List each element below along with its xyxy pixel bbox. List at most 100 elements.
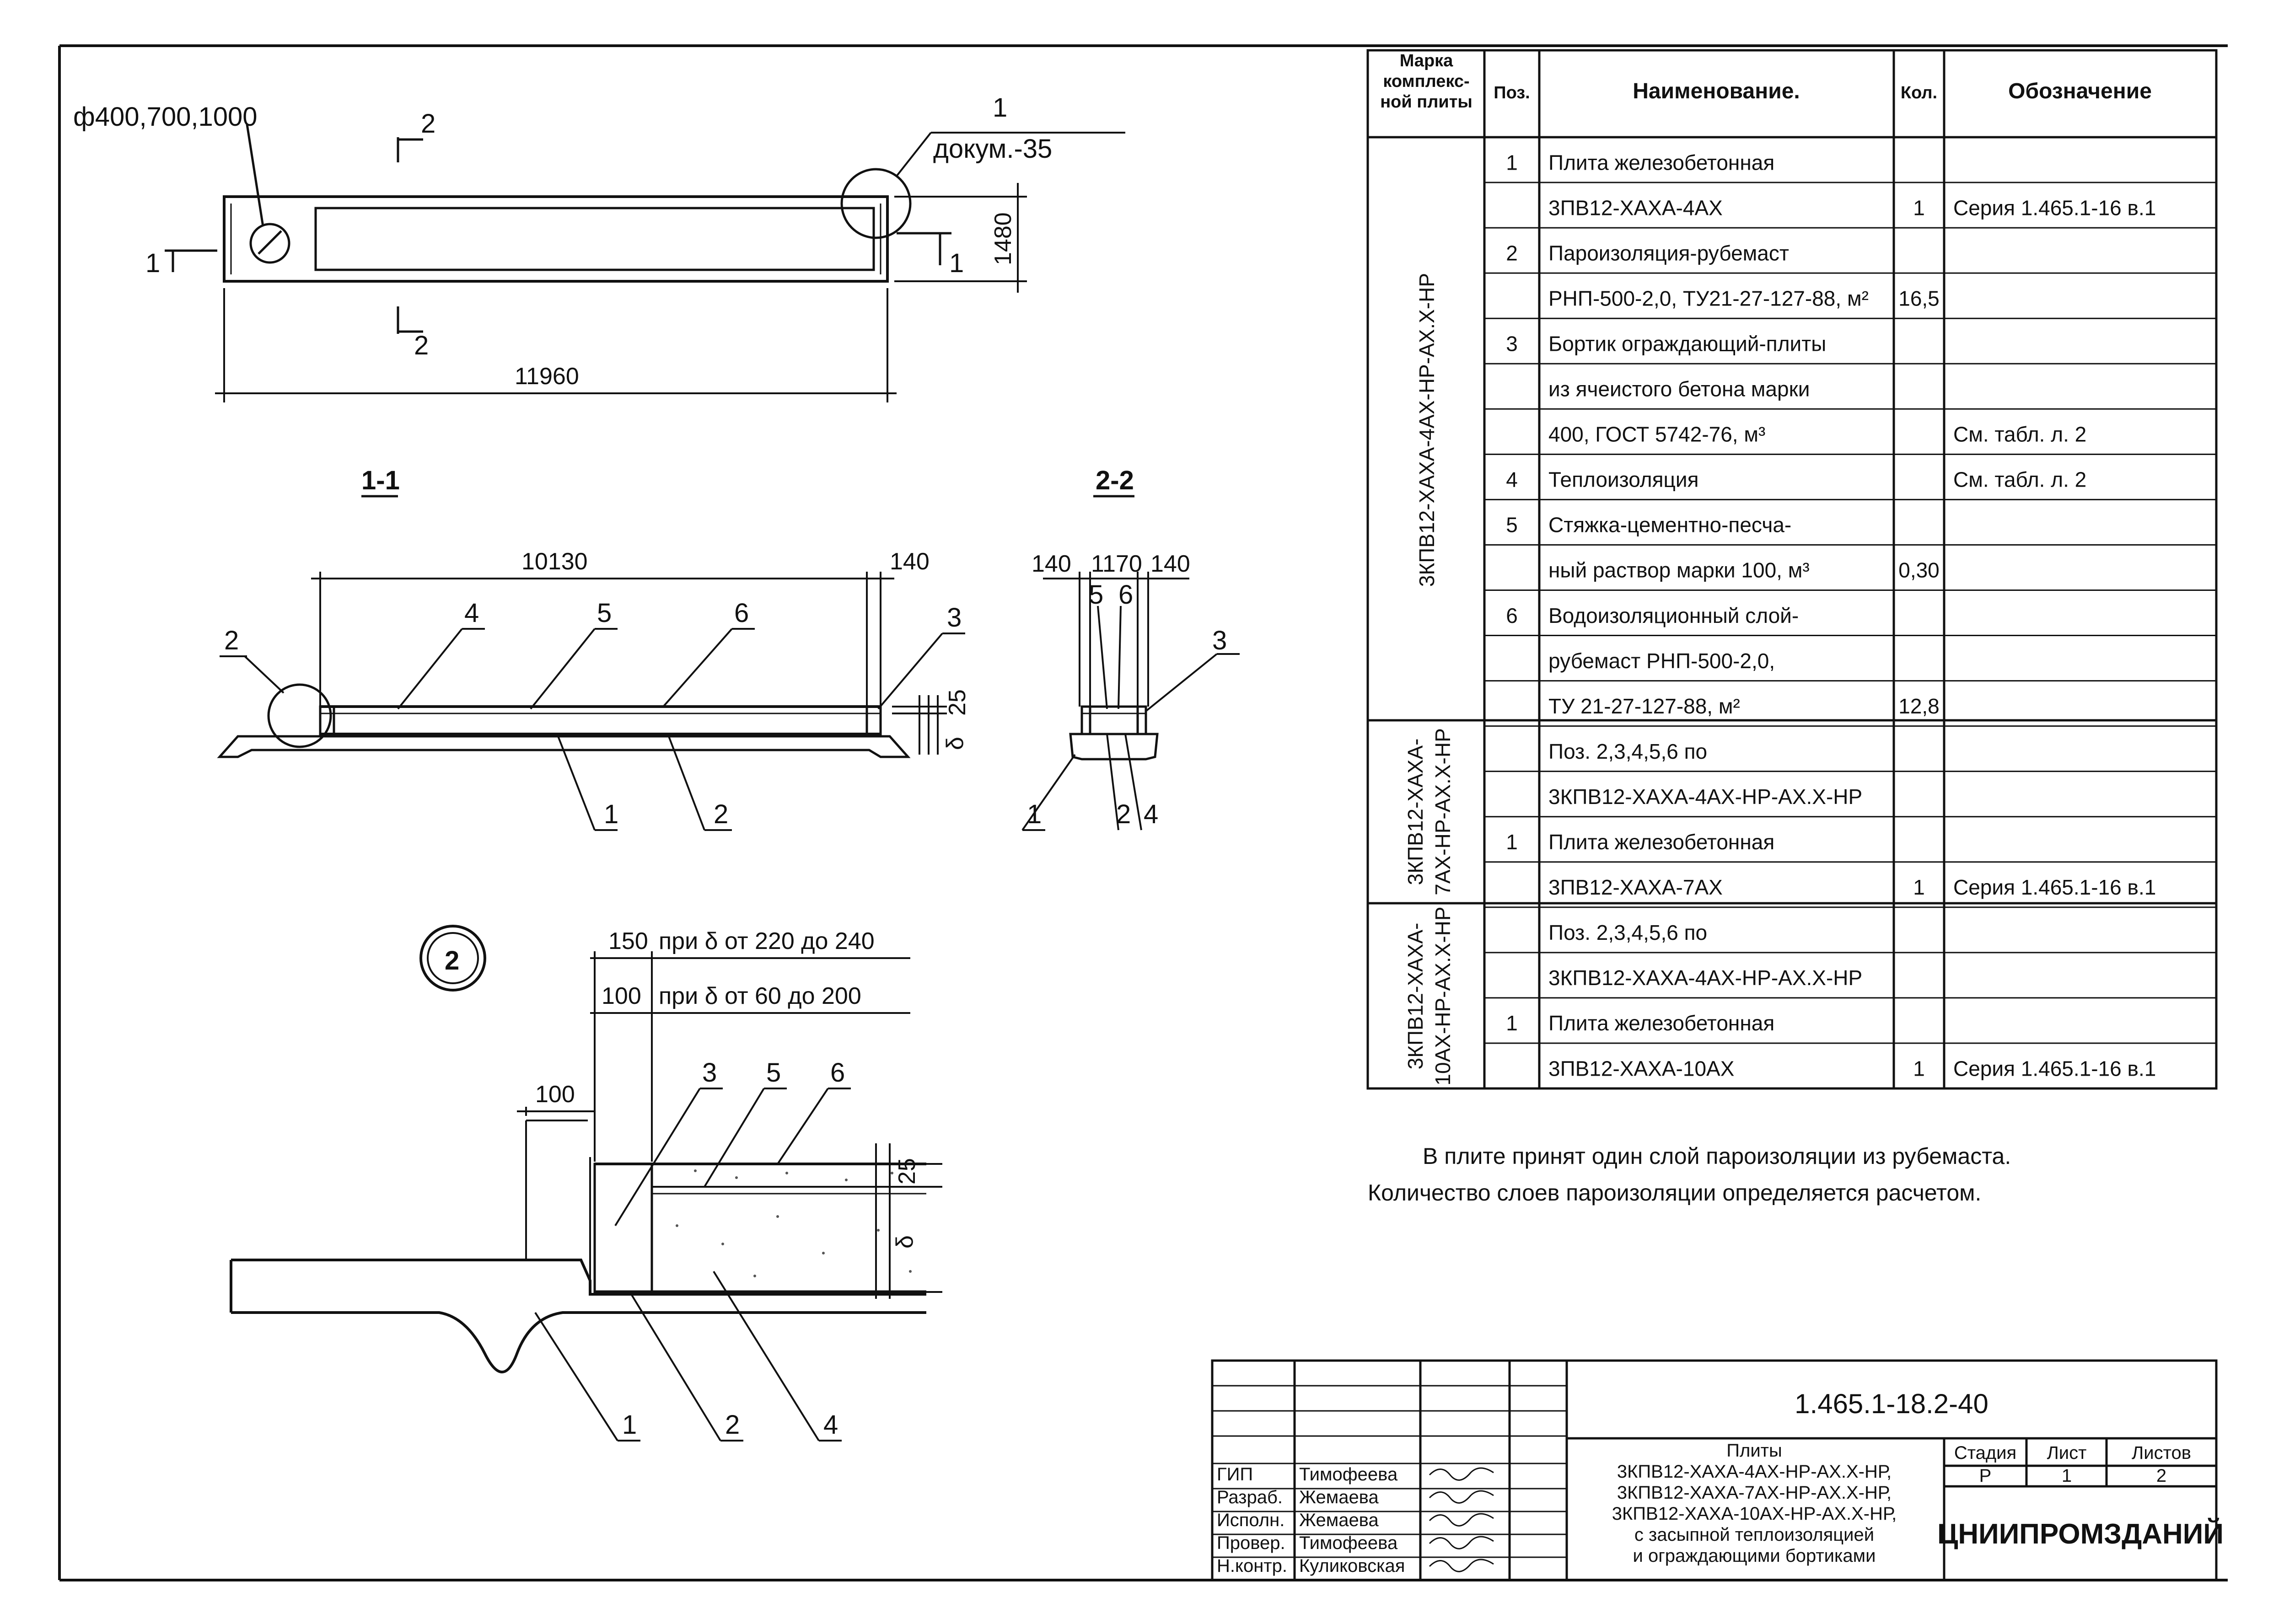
signature-mark (1429, 1513, 1494, 1527)
title-block: 1.465.1-18.2-40 Плиты3КПВ12-ХАХА-4АХ-НР-… (1211, 1359, 2224, 1581)
plan-dim-length: 11960 (515, 363, 579, 390)
spec-cell-qty: 1 (1913, 1056, 1925, 1080)
spec-cell-name: 3КПВ12-ХАХА-4АХ-НР-АХ.Х-НР (1548, 966, 1862, 990)
section-1-1-pos-2-bottom: 2 (714, 799, 728, 829)
section-2-2-pos-1: 1 (1027, 799, 1042, 829)
plan-hole-label: ф400,700,1000 (73, 102, 258, 132)
title-line: 3КПВ12-ХАХА-7АХ-НР-АХ.Х-НР, (1617, 1483, 1892, 1503)
spec-cell-name: Теплоизоляция (1548, 468, 1699, 492)
spec-cell-name: Поз. 2,3,4,5,6 по (1548, 740, 1707, 763)
spec-cell-qty: 12,8 (1898, 694, 1940, 718)
title-organization: ЦНИИПРОМЗДАНИЙ (1937, 1518, 2224, 1550)
detail-2-pos-1: 1 (622, 1410, 637, 1440)
spec-cell-qty: 1 (1913, 196, 1925, 220)
title-line: и ограждающими бортиками (1633, 1546, 1876, 1566)
section-1-1-dim-screed: 25 (944, 689, 971, 716)
spec-cell-qty: 1 (1913, 875, 1925, 899)
title-sheet-label: Лист (2047, 1443, 2087, 1463)
spec-header-pos: Поз. (1494, 83, 1530, 102)
spec-cell-name: рубемаст РНП-500-2,0, (1548, 649, 1775, 673)
section-1-1-delta: δ (942, 737, 968, 750)
spec-header-ref: Обозначение (2008, 79, 2152, 103)
detail-2-pos-3: 3 (702, 1058, 717, 1088)
section-2-2-pos-2: 2 (1116, 799, 1131, 829)
section-1-1-title: 1-1 (361, 466, 400, 495)
spec-cell-ref: См. табл. л. 2 (1953, 423, 2086, 446)
spec-header-qty: Кол. (1901, 83, 1937, 102)
detail-2-dim-100: 100 (602, 983, 641, 1009)
spec-row: Поз. 2,3,4,5,6 по (1548, 921, 1707, 944)
detail-2-dim-100-left: 100 (535, 1081, 575, 1108)
plan-section-2-bottom: 2 (414, 331, 429, 360)
detail-2-number: 2 (445, 946, 459, 975)
spec-cell-pos: 1 (1506, 150, 1518, 174)
title-line: 3КПВ12-ХАХА-10АХ-НР-АХ.Х-НР, (1612, 1504, 1897, 1524)
spec-cell-name: РНП-500-2,0, ТУ21-27-127-88, м² (1548, 286, 1869, 310)
spec-header-mark-2: комплекс- (1383, 72, 1469, 91)
detail-2-pos-5: 5 (766, 1058, 781, 1088)
title-sheets-label: Листов (2132, 1443, 2191, 1463)
spec-cell-ref: См. табл. л. 2 (1953, 468, 2086, 492)
spec-header-name: Наименование. (1633, 79, 1800, 103)
plan-detail-ref-number: 1 (993, 93, 1007, 123)
detail-2-dim-25: 25 (894, 1158, 920, 1185)
spec-group-4ax: 3КПВ12-ХАХА-4АХ-НР-АХ.Х-НР (1415, 273, 1439, 587)
spec-cell-name: Плита железобетонная (1548, 150, 1774, 174)
signature-mark (1429, 1490, 1494, 1504)
spec-row: 3КПВ12-ХАХА-4АХ-НР-АХ.Х-НР (1548, 966, 1862, 990)
detail-2: 2 (230, 925, 942, 1442)
spec-header-mark-3: ной плиты (1380, 92, 1473, 112)
spec-row: из ячеистого бетона марки (1548, 377, 1810, 401)
section-1-1-dim-inner: 10130 (521, 548, 588, 575)
section-2-2-pos-4: 4 (1144, 799, 1158, 829)
spec-row: рубемаст РНП-500-2,0, (1548, 649, 1775, 673)
signatory-role: Исполн. (1217, 1510, 1284, 1530)
spec-group-10ax-2: 10АХ-НР-АХ.Х-НР (1431, 906, 1455, 1085)
spec-cell-pos: 4 (1506, 468, 1518, 492)
spec-cell-ref: Серия 1.465.1-16 в.1 (1953, 875, 2156, 899)
section-1-1-pos-6: 6 (734, 598, 749, 628)
spec-cell-ref: Серия 1.465.1-16 в.1 (1953, 196, 2156, 220)
signatory-role: Провер. (1217, 1533, 1285, 1553)
section-1-1-detail-callout (267, 683, 332, 748)
signatory-role: ГИП (1217, 1464, 1253, 1485)
spec-row: Поз. 2,3,4,5,6 по (1548, 740, 1707, 763)
plan-dim-width: 1480 (990, 212, 1016, 265)
spec-cell-name: Стяжка-цементно-песча- (1548, 513, 1791, 537)
plan-view: ф400,700,1000 1 докум.-35 2 2 1 1 (73, 93, 1125, 402)
signatory-name: Куликовская (1299, 1556, 1405, 1576)
signatory-role: Н.контр. (1217, 1556, 1287, 1576)
detail-2-note-100: при δ от 60 до 200 (659, 983, 861, 1009)
spec-table: Марка комплекс- ной плиты Поз. Наименова… (1366, 49, 2218, 1090)
spec-cell-name: 3ПВ12-ХАХА-10АХ (1548, 1056, 1734, 1080)
title-doc-code: 1.465.1-18.2-40 (1795, 1388, 1988, 1419)
detail-2-pos-6: 6 (830, 1058, 845, 1088)
spec-row: ТУ 21-27-127-88, м² 12,8 (1548, 694, 1940, 718)
section-1-1: 1-1 10130 140 25 δ (217, 466, 971, 831)
spec-cell-name: ТУ 21-27-127-88, м² (1548, 694, 1740, 718)
section-2-2-dim-right: 140 (1150, 551, 1190, 577)
spec-cell-ref: Серия 1.465.1-16 в.1 (1953, 1056, 2156, 1080)
section-1-1-pos-2-top: 2 (224, 626, 239, 655)
plan-section-1-left: 1 (145, 248, 160, 278)
section-1-1-dim-edge: 140 (890, 548, 930, 575)
section-1-1-pos-5: 5 (597, 598, 612, 628)
spec-cell-name: 3КПВ12-ХАХА-4АХ-НР-АХ.Х-НР (1548, 785, 1862, 809)
signatory-name: Жемаева (1299, 1487, 1379, 1507)
section-2-2-pos-3: 3 (1212, 626, 1227, 655)
title-sheets: 2 (2156, 1466, 2166, 1486)
spec-cell-pos: 6 (1506, 604, 1518, 627)
signatory-name: Жемаева (1299, 1510, 1379, 1530)
section-2-2-title: 2-2 (1096, 466, 1134, 495)
signatory-name: Тимофеева (1299, 1533, 1398, 1553)
section-2-2-pos-5: 5 (1089, 580, 1103, 610)
signature-mark (1429, 1536, 1494, 1549)
spec-row: 1 Плита железобетонная (1506, 150, 1774, 174)
spec-group-7ax: 3КПВ12-ХАХА- (1403, 739, 1427, 885)
